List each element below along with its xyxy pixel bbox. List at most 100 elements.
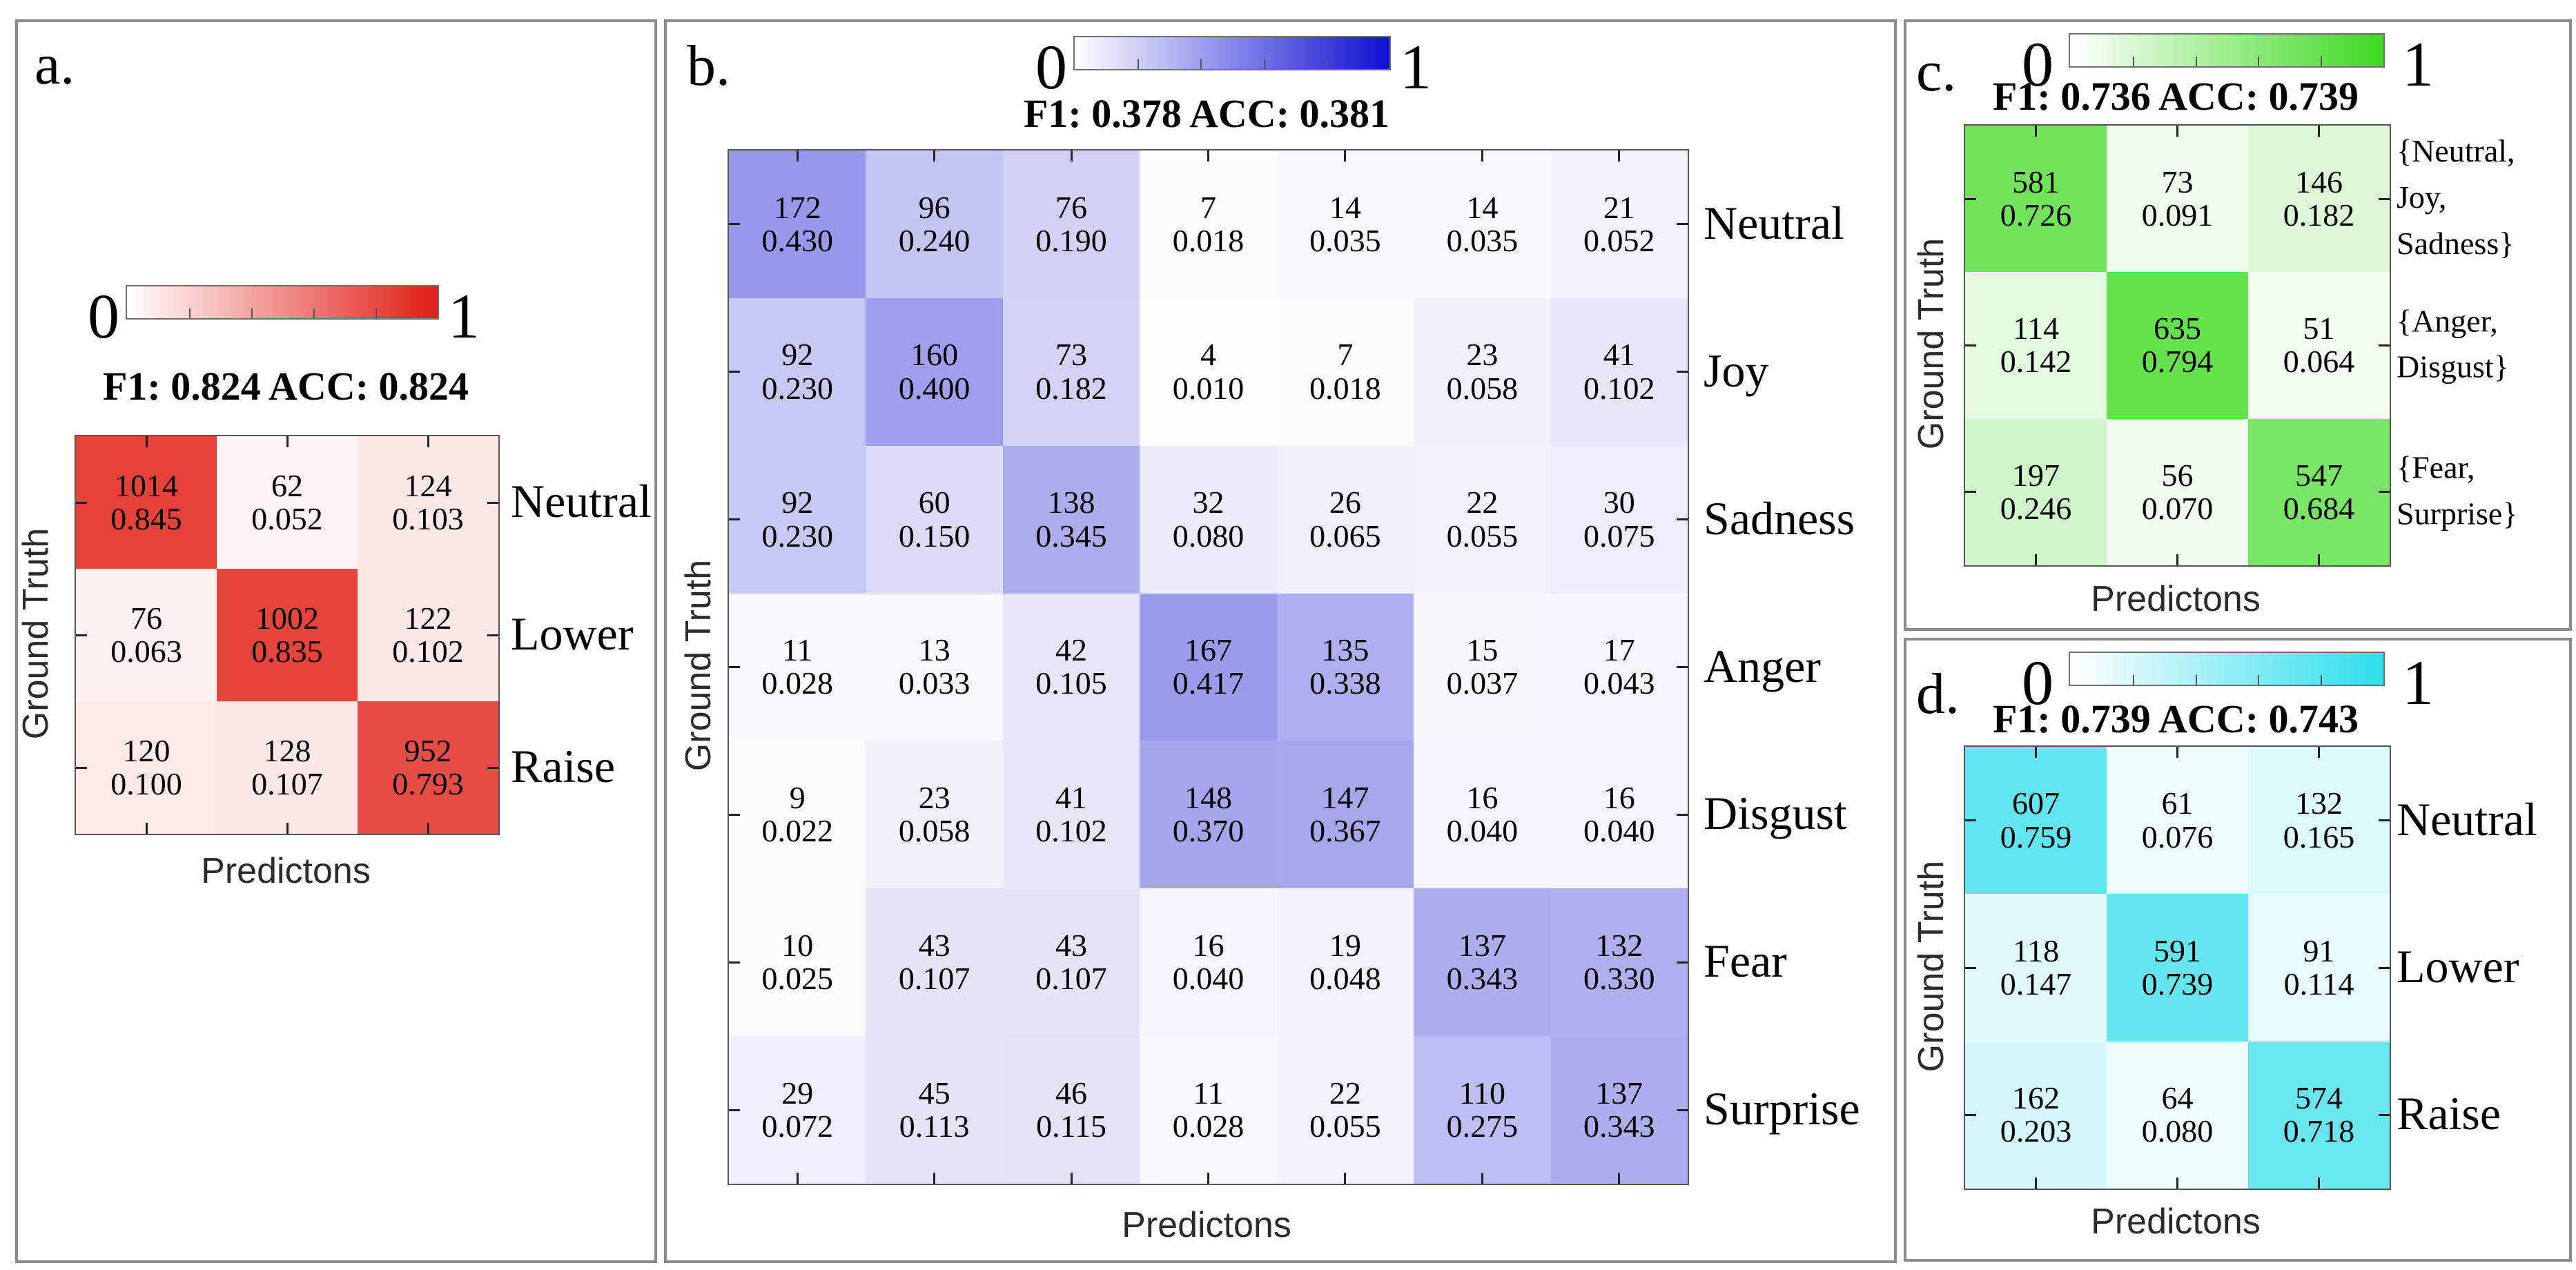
cell-count: 110 <box>1458 1075 1505 1111</box>
cell-fraction: 0.793 <box>392 766 464 801</box>
cell-fraction: 0.115 <box>1036 1108 1106 1144</box>
cell-fraction: 0.028 <box>761 665 833 701</box>
cell-count: 11 <box>782 632 813 668</box>
cell-fraction: 0.065 <box>1309 518 1381 554</box>
cell-count: 952 <box>404 732 452 768</box>
cell-fraction: 0.076 <box>2141 819 2214 854</box>
cell-fraction: 0.114 <box>2283 966 2354 1002</box>
cell-count: 51 <box>2303 311 2335 346</box>
colorbar-tick <box>1263 59 1265 69</box>
cell-count: 15 <box>1466 632 1499 668</box>
cell-fraction: 0.726 <box>2000 197 2072 233</box>
cell-fraction: 0.759 <box>2000 819 2072 854</box>
cell-fraction: 0.150 <box>898 518 970 554</box>
colorbar-tick <box>2321 675 2323 685</box>
axis-tick <box>286 823 289 834</box>
colorbar-max-label: 1 <box>2402 647 2434 718</box>
cell-count: 1002 <box>255 600 319 636</box>
cell-count: 574 <box>2295 1080 2343 1116</box>
axis-tick <box>1070 1173 1073 1184</box>
cell-count: 96 <box>918 189 950 225</box>
cell-count: 137 <box>1458 927 1506 963</box>
cell-fraction: 0.275 <box>1446 1108 1519 1144</box>
cell-count: 132 <box>1595 927 1643 963</box>
cell-fraction: 0.330 <box>1583 961 1655 997</box>
row-label-line: Joy, <box>2397 179 2447 215</box>
cell-count: 23 <box>918 780 950 816</box>
cell-fraction: 0.142 <box>2000 344 2072 380</box>
panel-letter-d: d. <box>1916 662 1960 726</box>
cell-fraction: 0.080 <box>2141 1113 2214 1149</box>
row-label-line: {Neutral, <box>2397 133 2515 169</box>
cell-count: 635 <box>2154 311 2201 346</box>
cell-fraction: 0.739 <box>2141 966 2214 1002</box>
axis-tick <box>1965 966 1976 969</box>
axis-tick <box>1965 1113 1976 1116</box>
row-label-a-0: Neutral <box>511 474 652 528</box>
cell-fraction: 0.190 <box>1035 222 1107 258</box>
y-axis-label-b: Ground Truth <box>679 559 719 772</box>
row-label-b-5: Fear <box>1704 934 1787 988</box>
axis-tick <box>1965 344 1976 346</box>
row-label-a-2: Raise <box>511 739 615 793</box>
row-label-line: {Anger, <box>2397 302 2498 338</box>
row-label-line: Joy <box>1704 344 1769 397</box>
axis-tick <box>1677 518 1688 521</box>
axis-tick <box>487 501 498 504</box>
cell-fraction: 0.102 <box>1035 813 1107 849</box>
cell-fraction: 0.080 <box>1172 518 1245 554</box>
cell-fraction: 0.845 <box>110 501 182 536</box>
cell-count: 124 <box>404 467 452 503</box>
cell-count: 23 <box>1466 337 1499 373</box>
cell-fraction: 0.018 <box>1172 222 1245 258</box>
axis-tick <box>1677 961 1688 964</box>
cell-fraction: 0.064 <box>2283 344 2355 380</box>
axis-tick <box>487 634 498 636</box>
axis-tick <box>1677 666 1688 668</box>
row-label-line: Disgust <box>1704 787 1847 840</box>
colorbar-c <box>2069 33 2385 68</box>
colorbar-tick <box>2321 57 2323 66</box>
axis-tick <box>1965 819 1976 822</box>
axis-tick <box>2318 126 2320 137</box>
axis-tick <box>2379 344 2390 346</box>
cell-count: 73 <box>1055 337 1088 373</box>
cell-fraction: 0.055 <box>1446 518 1519 554</box>
cell-count: 56 <box>2161 457 2194 493</box>
colorbar-tick <box>2195 675 2197 685</box>
colorbar-tick <box>2258 675 2260 685</box>
cell-count: 64 <box>2161 1080 2194 1116</box>
cell-count: 4 <box>1200 337 1216 373</box>
cell-count: 43 <box>918 927 950 963</box>
cell-fraction: 0.040 <box>1583 813 1655 849</box>
colorbar-max-label: 1 <box>448 281 480 351</box>
panel-letter-b: b. <box>687 34 730 98</box>
cell-count: 607 <box>2012 785 2060 821</box>
colorbar-min-label: 0 <box>1035 32 1067 102</box>
colorbar-tick <box>2258 57 2260 66</box>
row-label-line: Neutral <box>511 474 652 527</box>
panel-letter-a: a. <box>35 32 75 97</box>
axis-tick <box>1481 1173 1483 1184</box>
cell-count: 41 <box>1055 780 1088 816</box>
axis-tick <box>76 634 87 636</box>
axis-tick <box>2176 126 2178 137</box>
